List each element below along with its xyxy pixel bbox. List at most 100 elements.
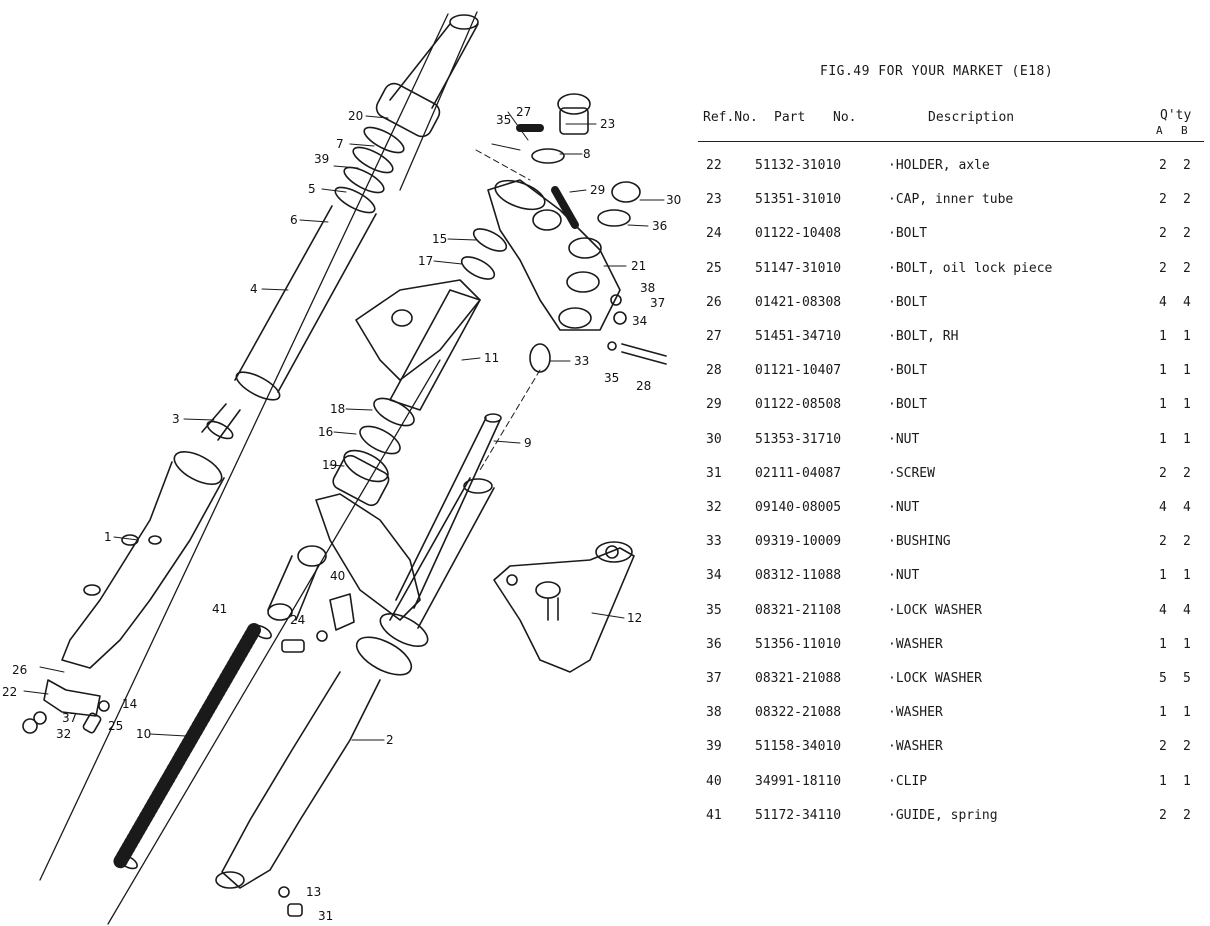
callout-30: 30 bbox=[666, 193, 681, 207]
qty-b-cell: 2 bbox=[1183, 807, 1191, 823]
part-no-cell: 51132-31010 bbox=[755, 158, 842, 173]
callout-19: 19 bbox=[322, 458, 337, 472]
callout-39: 39 bbox=[314, 152, 329, 166]
callout-38: 38 bbox=[640, 281, 655, 295]
callout-23: 23 bbox=[600, 117, 615, 131]
description-cell: ·NUT bbox=[888, 500, 920, 515]
qty-b-cell: 5 bbox=[1183, 671, 1191, 686]
ref-no-cell: 27 bbox=[706, 329, 722, 344]
qty-b-cell: 1 bbox=[1183, 363, 1191, 379]
callout-15: 15 bbox=[432, 232, 447, 246]
description-cell: ·GUIDE, spring bbox=[888, 807, 998, 823]
part-no-cell: 51353-31710 bbox=[755, 431, 842, 447]
description-cell: ·BOLT bbox=[888, 363, 928, 379]
description-cell: ·CLIP bbox=[888, 773, 928, 789]
qty-a-cell: 5 bbox=[1159, 671, 1167, 686]
callout-4: 4 bbox=[250, 282, 258, 296]
description-cell: ·WASHER bbox=[888, 739, 943, 755]
qty-b-cell: 2 bbox=[1183, 226, 1191, 242]
description-cell: ·NUT bbox=[888, 568, 920, 584]
qty-a-cell: 1 bbox=[1159, 705, 1167, 721]
callout-17: 17 bbox=[418, 254, 433, 268]
description-cell: ·WASHER bbox=[888, 705, 943, 721]
description-cell: ·BUSHING bbox=[888, 534, 951, 550]
description-cell: ·BOLT bbox=[888, 397, 928, 413]
callout-12: 12 bbox=[627, 611, 642, 625]
ref-no-cell: 30 bbox=[706, 431, 722, 447]
ref-no-cell: 24 bbox=[706, 226, 722, 242]
part-no-cell: 51351-31010 bbox=[755, 192, 842, 208]
description-cell: ·LOCK WASHER bbox=[888, 671, 982, 686]
callout-13: 13 bbox=[306, 885, 321, 899]
callout-10: 10 bbox=[136, 727, 151, 741]
callout-21: 21 bbox=[631, 259, 646, 273]
qty-b-cell: 1 bbox=[1183, 568, 1191, 584]
callout-6: 6 bbox=[290, 213, 298, 227]
part-no-cell: 51147-31010 bbox=[755, 260, 842, 276]
header-ref-no: Ref.No. bbox=[703, 110, 758, 125]
callout-29: 29 bbox=[590, 183, 605, 197]
ref-no-cell: 22 bbox=[706, 158, 722, 173]
callout-25: 25 bbox=[108, 719, 123, 733]
description-cell: ·BOLT bbox=[888, 226, 928, 242]
part-no-cell: 08322-21088 bbox=[755, 705, 842, 721]
callout-2: 2 bbox=[386, 733, 394, 747]
callout-34: 34 bbox=[632, 314, 647, 328]
callout-3: 3 bbox=[172, 412, 180, 426]
ref-no-cell: 40 bbox=[706, 773, 722, 789]
qty-b-cell: 1 bbox=[1183, 636, 1191, 652]
ref-no-cell: 28 bbox=[706, 363, 722, 379]
callout-labels: 1234567891011121314151617181920212223242… bbox=[2, 105, 681, 923]
qty-b-cell: 4 bbox=[1183, 294, 1191, 310]
qty-b-cell: 2 bbox=[1183, 465, 1191, 481]
part-no-cell: 01421-08308 bbox=[755, 294, 842, 310]
qty-a-cell: 4 bbox=[1159, 294, 1167, 310]
part-no-cell: 51172-34110 bbox=[755, 807, 842, 823]
ref-no-cell: 33 bbox=[706, 534, 722, 550]
part-no-cell: 08321-21108 bbox=[755, 602, 842, 618]
callout-28: 28 bbox=[636, 379, 651, 393]
part-no-cell: 01121-10407 bbox=[755, 363, 842, 379]
qty-a-cell: 2 bbox=[1159, 192, 1167, 208]
ref-no-cell: 31 bbox=[706, 465, 722, 481]
callout-40: 40 bbox=[330, 569, 345, 583]
qty-b-cell: 1 bbox=[1183, 329, 1191, 344]
qty-b-cell: 1 bbox=[1183, 705, 1191, 721]
callout-7: 7 bbox=[336, 137, 344, 151]
part-no-cell: 34991-18110 bbox=[755, 773, 842, 789]
qty-b-cell: 2 bbox=[1183, 260, 1191, 276]
ref-no-cell: 41 bbox=[706, 807, 722, 823]
callout-31: 31 bbox=[318, 909, 333, 923]
ref-no-cell: 37 bbox=[706, 671, 722, 686]
ref-no-cell: 34 bbox=[706, 568, 722, 584]
description-cell: ·CAP, inner tube bbox=[888, 192, 1014, 208]
qty-b-cell: 4 bbox=[1183, 602, 1191, 618]
qty-b-cell: 1 bbox=[1183, 431, 1191, 447]
figure-title: FIG.49 FOR YOUR MARKET (E18) bbox=[820, 64, 1054, 79]
ref-no-cell: 36 bbox=[706, 636, 722, 652]
qty-b-cell: 2 bbox=[1183, 158, 1191, 173]
header-rule bbox=[698, 141, 1204, 142]
part-no-cell: 01122-08508 bbox=[755, 397, 842, 413]
header-qty-a: A bbox=[1156, 124, 1163, 137]
header-no: No. bbox=[833, 110, 857, 125]
callout-11: 11 bbox=[484, 351, 499, 365]
callout-16: 16 bbox=[318, 425, 333, 439]
part-no-cell: 09319-10009 bbox=[755, 534, 842, 550]
ref-no-cell: 23 bbox=[706, 192, 722, 208]
callout-33: 33 bbox=[574, 354, 589, 368]
qty-a-cell: 1 bbox=[1159, 397, 1167, 413]
qty-a-cell: 1 bbox=[1159, 329, 1167, 344]
